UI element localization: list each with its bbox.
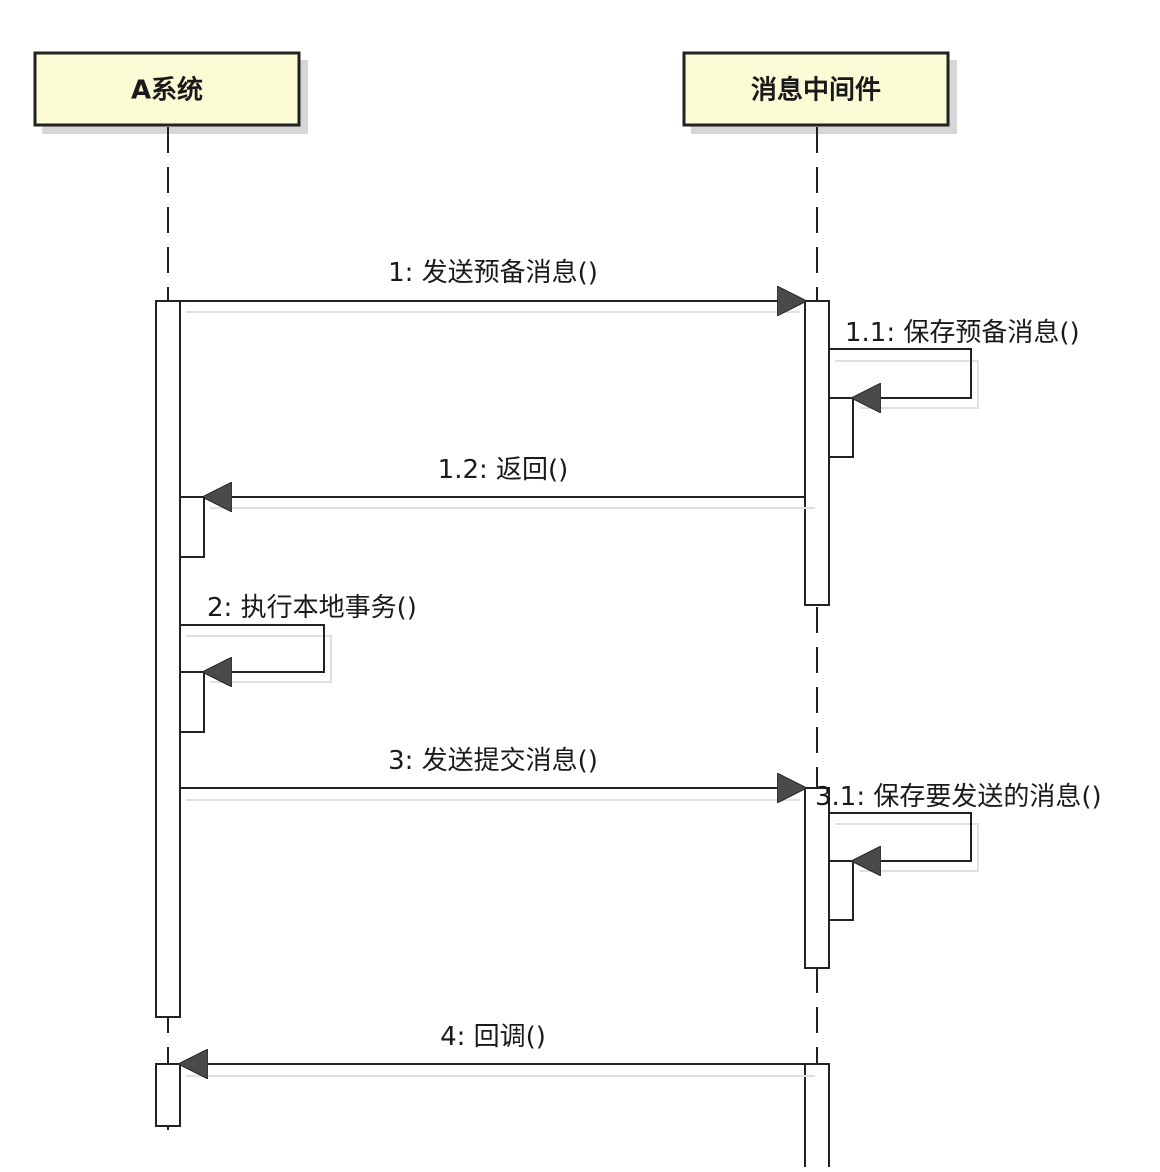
message-2-label: 2: 执行本地事务() (207, 593, 417, 623)
activation-a-local-tx (179, 671, 205, 733)
activation-a-return (179, 496, 205, 558)
activation-mq-callback (804, 1063, 830, 1172)
message-1-1-label: 1.1: 保存预备消息() (845, 318, 1080, 348)
participant-a: A系统 (33, 51, 308, 134)
participant-a-box (33, 51, 301, 127)
message-1-2-label: 1.2: 返回() (438, 455, 569, 485)
message-1-1: 1.1: 保存预备消息() (829, 318, 1080, 408)
message-3: 3: 发送提交消息() (180, 746, 805, 800)
message-4: 4: 回调() (180, 1022, 815, 1076)
message-3-label: 3: 发送提交消息() (388, 746, 598, 776)
message-3-1-label: 3.1: 保存要发送的消息() (815, 782, 1102, 812)
message-1-1-arrow (829, 348, 972, 398)
message-1-2: 1.2: 返回() (204, 455, 815, 508)
participant-mq: 消息中间件 (682, 51, 957, 134)
message-1-label: 1: 发送预备消息() (388, 258, 598, 288)
activation-mq-save-send (828, 860, 854, 921)
message-2: 2: 执行本地事务() (180, 593, 417, 682)
activation-mq-commit (804, 787, 830, 969)
activation-mq-prepare (804, 300, 830, 606)
activation-a-callback (155, 1063, 181, 1127)
message-2-arrow (180, 624, 325, 672)
message-3-1: 3.1: 保存要发送的消息() (815, 782, 1102, 871)
message-1: 1: 发送预备消息() (180, 258, 805, 312)
participant-mq-box (682, 51, 950, 127)
message-4-label: 4: 回调() (440, 1022, 546, 1052)
activation-mq-save-prepare (828, 397, 854, 458)
activation-a-main (155, 300, 181, 1018)
message-3-1-arrow (829, 812, 972, 861)
participant-a-label: A系统 (131, 75, 203, 106)
participant-mq-label: 消息中间件 (751, 75, 881, 106)
